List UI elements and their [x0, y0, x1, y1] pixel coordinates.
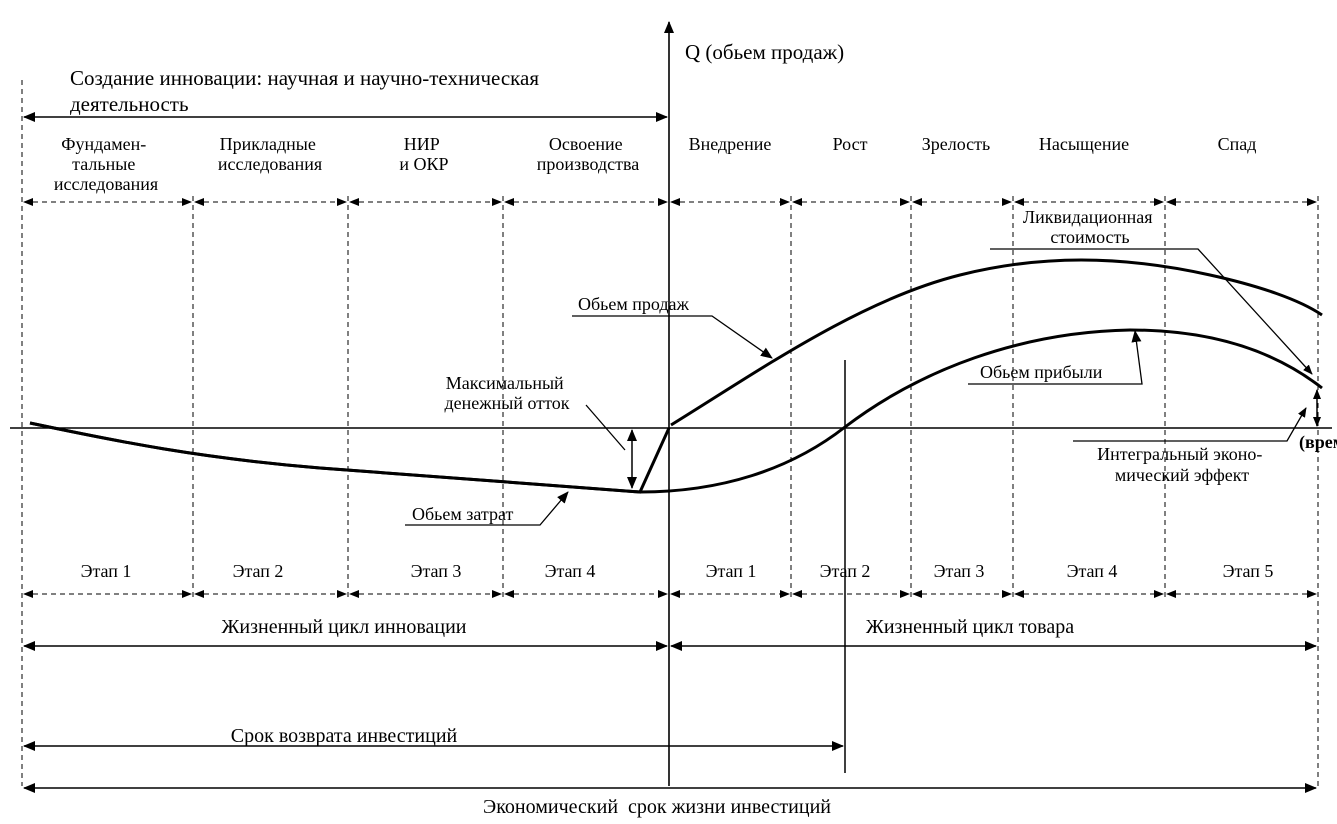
phase-saturation: Насыщение	[1039, 134, 1129, 154]
product-lifecycle-label: Жизненный цикл товара	[866, 616, 1074, 638]
max-outflow-label: Максимальный денежный отток	[444, 373, 569, 413]
cost-volume-label: Обьем затрат	[412, 504, 513, 524]
profit-volume-leader	[968, 330, 1143, 385]
innovation-stage-4: Этап 4	[545, 561, 596, 581]
economic-life-label: Экономический срок жизни инвестиций	[483, 796, 831, 818]
phase-introduction: Внедрение	[689, 134, 772, 154]
liquidation-leader	[990, 248, 1313, 375]
product-stage-3: Этап 3	[934, 561, 985, 581]
integral-effect-leader	[1073, 407, 1307, 442]
phase-mastering: Освоение производства	[537, 134, 640, 174]
sales-volume-leader	[572, 315, 773, 359]
phase-growth: Рост	[833, 134, 868, 154]
profit-volume-label: Обьем прибыли	[980, 362, 1103, 382]
y-axis-label: Q (обьем продаж)	[685, 40, 844, 64]
phase-decline: Спад	[1218, 134, 1257, 154]
innovation-stage-3: Этап 3	[411, 561, 462, 581]
sales-curve	[670, 258, 1323, 427]
max-outflow-leader	[585, 404, 626, 451]
product-stage-5: Этап 5	[1223, 561, 1274, 581]
payback-label: Срок возврата инвестиций	[231, 725, 458, 747]
cost-curve	[29, 421, 671, 494]
innovation-title-line2: деятельность	[70, 92, 189, 116]
phase-rnd: НИР и ОКР	[399, 134, 448, 174]
innovation-stage-1: Этап 1	[81, 561, 132, 581]
cost-volume-leader	[405, 491, 569, 526]
product-stage-4: Этап 4	[1067, 561, 1118, 581]
innovation-lifecycle-label: Жизненный цикл инновации	[221, 616, 466, 638]
sales-volume-label: Обьем продаж	[578, 294, 690, 314]
integral-effect-label: Интегральный эконо- мический эффект	[1097, 444, 1267, 485]
phase-maturity: Зрелость	[922, 134, 991, 154]
product-stages: Этап 1 Этап 2 Этап 3 Этап 4 Этап 5	[706, 561, 1274, 581]
stage-boundaries	[21, 80, 1319, 786]
product-stage-2: Этап 2	[820, 561, 871, 581]
phase-applied: Прикладные исследования	[218, 134, 322, 174]
liquidation-label: Ликвидационная стоимость	[1023, 207, 1157, 247]
innovation-stage-2: Этап 2	[233, 561, 284, 581]
product-stage-1: Этап 1	[706, 561, 757, 581]
innovation-title-line1: Создание инновации: научная и научно-тех…	[70, 66, 539, 90]
phase-fundamental: Фундамен- тальные исследования	[54, 134, 158, 194]
innovation-stages: Этап 1 Этап 2 Этап 3 Этап 4	[81, 561, 596, 581]
